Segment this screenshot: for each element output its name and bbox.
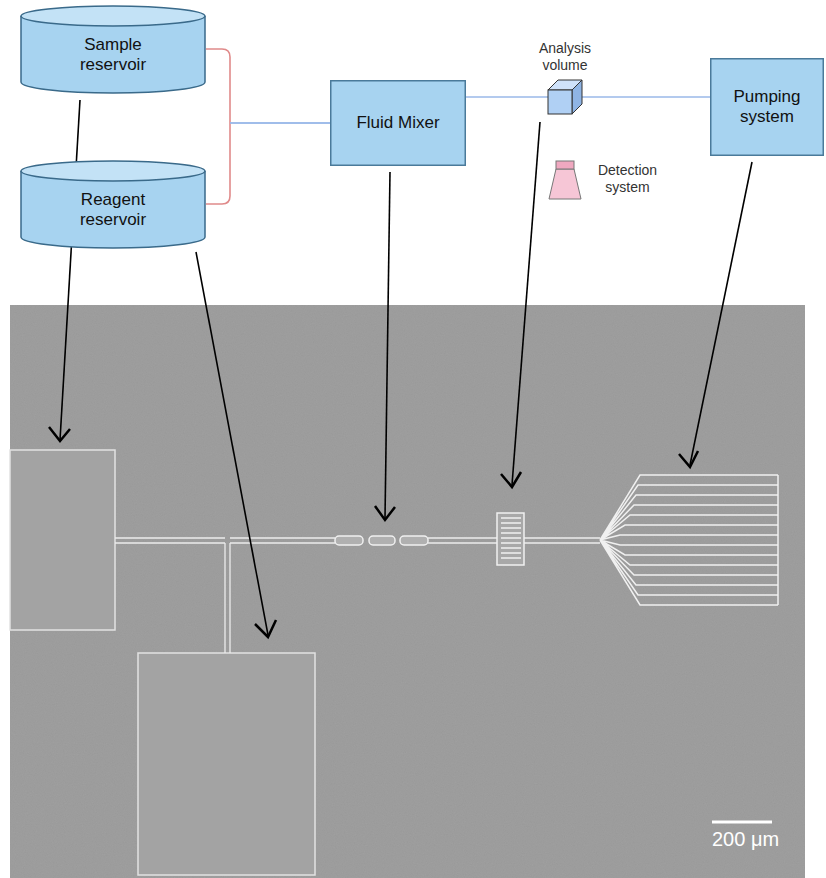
node-label: Fluid Mixer	[356, 113, 439, 133]
node-label: Pumping system	[725, 87, 809, 128]
volume-cube-outline	[548, 80, 582, 114]
flow-connector	[206, 123, 330, 204]
channels	[115, 538, 600, 653]
node-label: Reagent reservoir	[58, 190, 168, 231]
flow-connector	[206, 49, 330, 123]
process-box: Fluid Mixer	[330, 80, 466, 166]
flow-connector	[582, 97, 710, 98]
detector-symbol: Detection system	[548, 160, 582, 200]
sample-well	[10, 450, 115, 630]
reagent-well	[138, 653, 315, 875]
pump-comb	[600, 475, 778, 605]
node-label: Sample reservoir	[58, 35, 168, 76]
flow-connector	[466, 97, 548, 98]
reservoir-cylinder: Sample reservoir	[20, 5, 206, 93]
scale-bar	[712, 821, 772, 824]
flow-line	[230, 122, 330, 124]
reservoir-cylinder: Reagent reservoir	[20, 160, 206, 248]
callout-label: Detection system	[590, 162, 665, 196]
process-box: Pumping system	[710, 58, 824, 156]
detector-symbol-outline	[548, 160, 582, 200]
flow-line	[206, 123, 230, 204]
mixer-segments	[335, 536, 428, 545]
callout-label: Analysis volume	[525, 40, 605, 74]
scale-label: 200 μm	[712, 828, 779, 851]
flow-line	[582, 96, 710, 98]
analysis-grid	[497, 513, 524, 565]
flow-line	[206, 49, 230, 123]
sem-image	[10, 305, 805, 878]
flow-line	[230, 122, 330, 124]
flow-line	[466, 96, 548, 98]
volume-cube: Analysis volume	[548, 80, 582, 114]
